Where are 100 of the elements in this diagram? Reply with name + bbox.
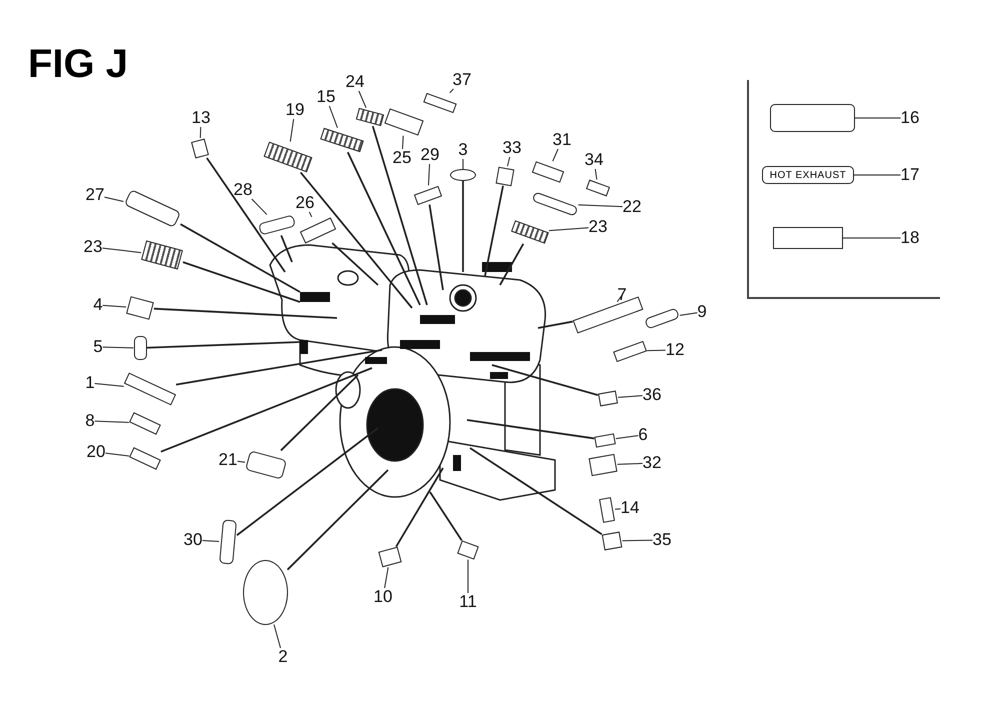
leader-line <box>538 320 573 329</box>
callout-number: 12 <box>666 341 684 359</box>
leader-line <box>102 346 134 348</box>
leader-line <box>104 452 130 457</box>
leader-line <box>462 158 464 170</box>
leader-line <box>594 168 598 180</box>
warning-decal: HOT EXHAUST <box>762 166 854 184</box>
callout-number: 3 <box>458 141 468 159</box>
decal <box>770 104 854 132</box>
callout-number: 20 <box>86 443 106 461</box>
leader-line <box>180 223 300 293</box>
decal <box>588 454 618 476</box>
callout-number: 30 <box>184 531 202 549</box>
leader-line <box>470 447 602 536</box>
callout-number: 9 <box>697 303 707 321</box>
leader-line <box>552 148 559 162</box>
decal <box>594 432 616 448</box>
callout-number: 6 <box>638 426 648 444</box>
decal <box>602 532 622 550</box>
callout-number: 34 <box>584 151 604 169</box>
leader-line <box>615 435 639 440</box>
decal <box>219 519 237 565</box>
leader-line <box>202 540 220 542</box>
callout-number: 37 <box>452 71 472 89</box>
callout-number: 16 <box>900 109 920 127</box>
callout-number: 32 <box>642 454 662 472</box>
callout-number: 18 <box>900 229 920 247</box>
leader-line <box>614 508 622 510</box>
callout-number: 7 <box>617 286 627 304</box>
leader-line <box>449 88 454 94</box>
leader-line <box>428 204 444 290</box>
figure-title: FIG J <box>28 42 128 87</box>
callout-number: 10 <box>374 588 392 606</box>
leader-line <box>308 212 312 218</box>
decal <box>450 169 476 181</box>
leader-line <box>94 382 124 387</box>
callout-number: 1 <box>85 374 95 392</box>
leader-line <box>492 364 598 396</box>
decal <box>496 166 514 186</box>
leader-line <box>94 420 130 423</box>
callout-number: 8 <box>85 412 95 430</box>
leader-line <box>616 462 644 465</box>
leader-line <box>646 350 666 352</box>
leader-line <box>286 469 389 570</box>
leader-line <box>402 135 404 150</box>
leader-line <box>499 243 524 286</box>
leader-line <box>236 460 246 463</box>
callout-number: 25 <box>392 149 412 167</box>
callout-number: 24 <box>346 73 364 91</box>
leader-line <box>384 566 389 588</box>
leader-line <box>104 196 124 202</box>
leader-line <box>251 198 268 216</box>
leader-line <box>506 156 510 167</box>
decal <box>134 336 146 360</box>
leader-line <box>290 118 294 142</box>
callout-number: 21 <box>218 451 238 469</box>
leader-line <box>300 172 413 309</box>
callout-number: 2 <box>278 648 288 666</box>
callout-number: 26 <box>296 194 314 212</box>
leader-line <box>854 174 902 176</box>
leader-line <box>358 90 367 108</box>
leader-line <box>280 374 359 452</box>
leader-line <box>176 349 382 386</box>
leader-line <box>332 242 379 286</box>
callout-number: 23 <box>588 218 608 236</box>
leader-line <box>346 152 421 306</box>
leader-line <box>616 296 622 302</box>
leader-line <box>154 308 338 319</box>
leader-line <box>622 540 654 542</box>
leader-line <box>280 235 293 262</box>
leader-line <box>679 312 698 316</box>
decal <box>599 497 615 523</box>
leader-line <box>548 227 590 232</box>
callout-number: 14 <box>620 499 640 517</box>
decal <box>191 138 209 158</box>
leader-line <box>372 126 428 306</box>
callout-number: 23 <box>84 238 102 256</box>
leader-line <box>578 204 624 208</box>
leader-line <box>160 367 372 453</box>
leader-line <box>429 492 462 541</box>
decal <box>457 540 479 560</box>
leader-line <box>395 468 444 548</box>
callout-number: 5 <box>93 338 103 356</box>
leader-line <box>182 261 300 303</box>
leader-line <box>428 164 430 186</box>
callout-number: 31 <box>552 131 572 149</box>
leader-line <box>328 106 338 128</box>
callout-number: 27 <box>86 186 104 204</box>
callout-number: 19 <box>286 101 304 119</box>
callout-number: 13 <box>192 109 210 127</box>
decal <box>598 390 618 406</box>
leader-line <box>206 158 286 272</box>
callout-number: 4 <box>93 296 103 314</box>
leader-line <box>274 624 281 648</box>
callout-number: 35 <box>652 531 672 549</box>
callout-number: 33 <box>502 139 522 157</box>
decal <box>773 227 843 249</box>
leader-line <box>466 419 594 440</box>
leader-line <box>462 181 464 272</box>
callout-number: 15 <box>316 88 336 106</box>
